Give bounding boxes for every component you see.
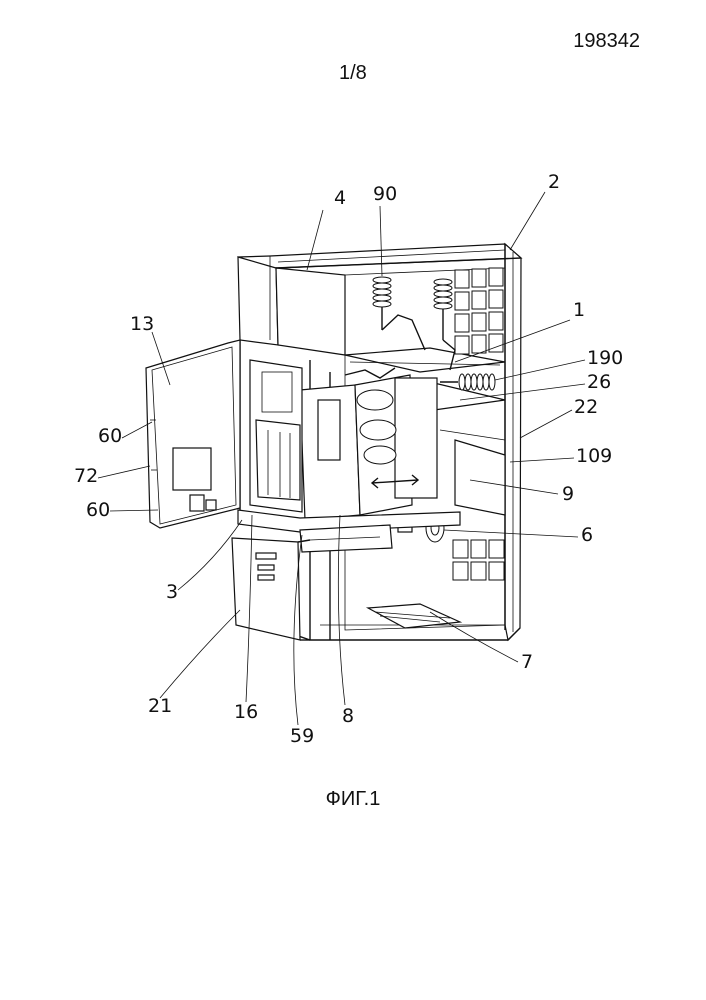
label-7: 7	[521, 651, 533, 673]
label-21: 21	[148, 695, 172, 717]
label-4: 4	[334, 187, 346, 209]
open-door	[146, 340, 240, 528]
withdrawable-unit	[250, 360, 302, 512]
label-90: 90	[373, 183, 397, 205]
label-13: 13	[130, 313, 154, 335]
label-22: 22	[574, 396, 598, 418]
label-190: 190	[587, 347, 623, 369]
label-60-upper: 60	[98, 425, 122, 447]
label-3: 3	[166, 581, 178, 603]
lower-front-panel	[232, 538, 310, 640]
vent-grid-upper	[455, 268, 503, 354]
figure-caption: ФИГ.1	[0, 788, 706, 811]
label-60-lower: 60	[86, 499, 110, 521]
label-72: 72	[74, 465, 98, 487]
label-26: 26	[587, 371, 611, 393]
label-1: 1	[573, 299, 585, 321]
label-8: 8	[342, 705, 354, 727]
label-16: 16	[234, 701, 258, 723]
label-59: 59	[290, 725, 314, 747]
label-109: 109	[576, 445, 612, 467]
label-9: 9	[562, 483, 574, 505]
label-2: 2	[548, 171, 560, 193]
vent-grid-lower	[453, 540, 504, 580]
label-6: 6	[581, 524, 593, 546]
